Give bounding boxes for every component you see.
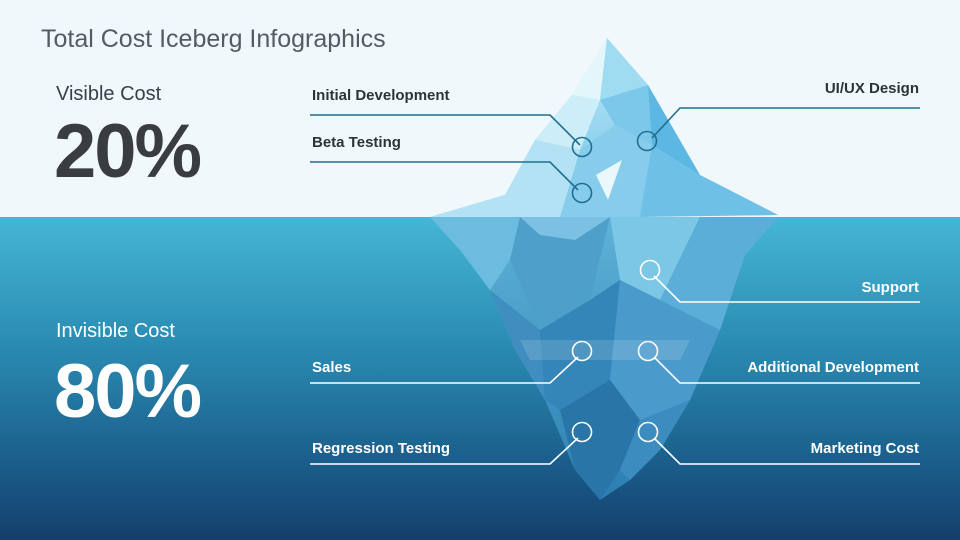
visible-cost-label: Visible Cost <box>56 83 162 105</box>
marker-beta-testing <box>571 182 593 204</box>
connector-initial-development <box>310 114 581 146</box>
marker-sales <box>571 340 593 362</box>
connector-beta-testing <box>310 161 579 191</box>
callout-sales: Sales <box>312 359 352 376</box>
connector-support <box>653 275 920 303</box>
invisible-cost-label: Invisible Cost <box>56 320 175 342</box>
iceberg-underwater <box>430 217 778 500</box>
connector-marketing-cost <box>653 437 920 465</box>
marker-additional-development <box>637 340 659 362</box>
callout-additional-development: Additional Development <box>747 359 919 376</box>
marker-initial-development <box>571 136 593 158</box>
callout-marketing-cost: Marketing Cost <box>810 440 919 457</box>
page-title: Total Cost Iceberg Infographics <box>41 25 386 53</box>
callout-support: Support <box>861 279 920 296</box>
connector-sales <box>310 356 579 384</box>
marker-support <box>639 259 661 281</box>
iceberg-tip <box>430 38 778 217</box>
marker-ui-ux-design <box>636 130 658 152</box>
invisible-cost-value: 80% <box>54 349 202 434</box>
callout-ui-ux-design: UI/UX Design <box>824 80 919 97</box>
connector-ui-ux-design <box>651 107 920 139</box>
callout-beta-testing: Beta Testing <box>312 134 401 151</box>
visible-cost-value: 20% <box>54 109 202 194</box>
marker-regression-testing <box>571 421 593 443</box>
connector-regression-testing <box>310 437 579 465</box>
connector-additional-development <box>653 356 920 384</box>
callout-initial-development: Initial Development <box>312 87 450 104</box>
marker-marketing-cost <box>637 421 659 443</box>
callout-regression-testing: Regression Testing <box>312 440 451 457</box>
